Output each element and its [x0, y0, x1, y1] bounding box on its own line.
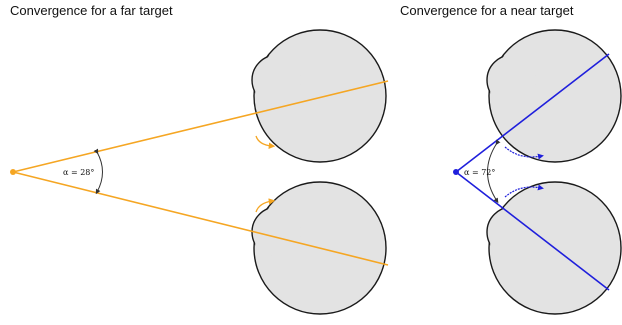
far-sight-line-bottom — [12, 171, 389, 266]
near-sight-line-bottom — [455, 171, 610, 291]
near-angle-label: α = 72° — [464, 168, 495, 177]
near-target-title: Convergence for a near target — [400, 3, 574, 18]
far-target-panel: α = 28° — [10, 29, 389, 315]
near-angle-arc — [487, 139, 501, 204]
cornea-cover — [488, 208, 536, 256]
near-bottom-rotation-arrow — [504, 184, 544, 198]
far-top-eyeball — [251, 29, 387, 163]
near-top-rotation-arrow — [504, 146, 544, 160]
far-target-title: Convergence for a far target — [10, 3, 173, 18]
far-angle-label: α = 28° — [63, 168, 94, 177]
near-target-panel: α = 72° — [453, 29, 622, 315]
cornea-cover — [253, 56, 301, 104]
far-target-point — [10, 169, 16, 175]
cornea-cover — [488, 56, 536, 104]
far-top-rotation-arrow — [255, 135, 276, 149]
near-target-point — [453, 169, 459, 175]
near-sight-line-top — [455, 53, 610, 173]
far-sight-line-top — [12, 80, 389, 173]
far-angle-arc — [93, 148, 103, 195]
far-bottom-rotation-arrow — [255, 198, 276, 213]
cornea-cover — [253, 208, 301, 256]
